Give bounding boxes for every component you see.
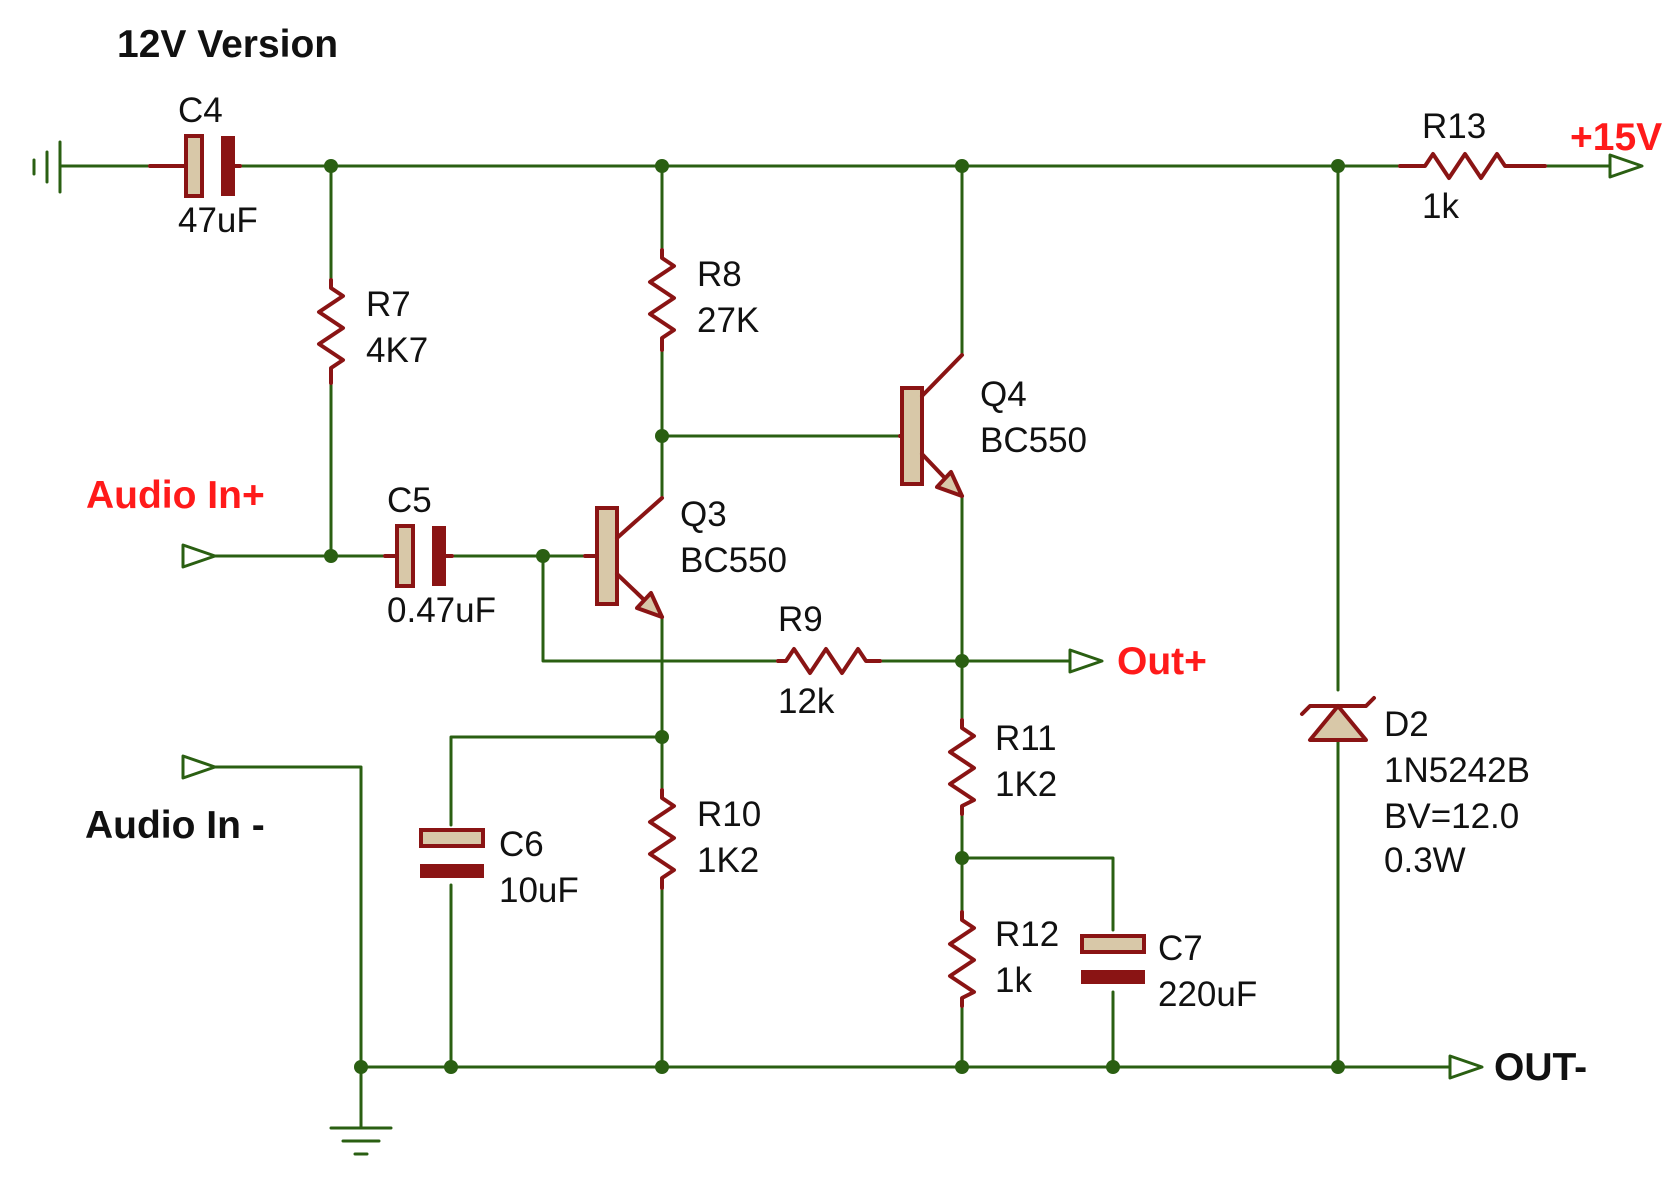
junction-dot xyxy=(955,1060,969,1074)
transistor-q4 xyxy=(898,353,964,498)
r13-value: 1k xyxy=(1422,187,1459,226)
port-arrow-supply xyxy=(1608,153,1644,179)
d2-power: 0.3W xyxy=(1384,841,1466,880)
net-label-audio-in-pos: Audio In+ xyxy=(86,474,265,517)
junction-dot xyxy=(955,654,969,668)
port-arrow-out-pos xyxy=(1068,648,1104,674)
capacitor-c7 xyxy=(1080,934,1146,984)
r12-value: 1k xyxy=(995,961,1032,1000)
c6-value: 10uF xyxy=(499,871,579,910)
junction-dot xyxy=(324,159,338,173)
junction-dot xyxy=(1331,159,1345,173)
c7-value: 220uF xyxy=(1158,975,1257,1014)
wires xyxy=(58,164,1612,1130)
r7-ref: R7 xyxy=(366,285,411,324)
resistor-r7 xyxy=(317,278,345,385)
c7-ref: C7 xyxy=(1158,929,1203,968)
r9-ref: R9 xyxy=(778,600,823,639)
d2-bv: BV=12.0 xyxy=(1384,797,1519,836)
schematic-title: 12V Version xyxy=(117,23,338,66)
r9-value: 12k xyxy=(778,682,835,721)
net-label-supply: +15V xyxy=(1570,116,1662,159)
port-arrow-out-neg xyxy=(1448,1054,1484,1080)
c6-ref: C6 xyxy=(499,825,544,864)
c4-value: 47uF xyxy=(178,201,258,240)
q4-ref: Q4 xyxy=(980,375,1027,414)
junction-dot xyxy=(324,549,338,563)
r8-value: 27K xyxy=(697,301,759,340)
q3-ref: Q3 xyxy=(680,495,727,534)
transistor-q3 xyxy=(583,496,664,619)
port-arrows xyxy=(181,153,1644,1080)
port-arrow-audio-in-neg xyxy=(181,754,217,780)
r13-ref: R13 xyxy=(1422,107,1486,146)
junction-dot xyxy=(536,549,550,563)
resistor-r9 xyxy=(776,647,882,675)
junction-dot xyxy=(655,730,669,744)
r11-value: 1K2 xyxy=(995,765,1057,804)
junction-dot xyxy=(354,1060,368,1074)
r8-ref: R8 xyxy=(697,255,742,294)
r11-ref: R11 xyxy=(995,719,1057,758)
ground-symbol-bottom xyxy=(329,1126,393,1156)
capacitor-c4 xyxy=(148,134,242,198)
net-label-out-neg: OUT- xyxy=(1494,1046,1587,1089)
capacitor-c5 xyxy=(383,524,454,588)
zener-diode-d2 xyxy=(1300,696,1376,742)
junction-dot xyxy=(955,159,969,173)
resistor-r8 xyxy=(648,248,676,352)
r7-value: 4K7 xyxy=(366,331,428,370)
component-labels: C4 47uF R7 4K7 R8 27K C5 0.47uF Q3 BC550… xyxy=(178,91,1530,1014)
c5-value: 0.47uF xyxy=(387,591,496,630)
c5-ref: C5 xyxy=(387,481,432,520)
resistor-r10 xyxy=(648,788,676,890)
resistor-r12 xyxy=(948,910,976,1008)
q3-value: BC550 xyxy=(680,541,787,580)
junction-dot xyxy=(655,159,669,173)
c4-ref: C4 xyxy=(178,91,223,130)
r12-ref: R12 xyxy=(995,915,1059,954)
junction-dot xyxy=(655,429,669,443)
net-labels: +15V Audio In+ Audio In - Out+ OUT- xyxy=(85,116,1662,1089)
junction-dot xyxy=(655,1060,669,1074)
junction-dot xyxy=(1106,1060,1120,1074)
junction-dot xyxy=(1331,1060,1345,1074)
capacitor-c6 xyxy=(419,828,485,878)
port-arrow-audio-in-pos xyxy=(181,543,217,569)
junction-dot xyxy=(444,1060,458,1074)
q4-value: BC550 xyxy=(980,421,1087,460)
net-label-out-pos: Out+ xyxy=(1117,640,1207,683)
r10-ref: R10 xyxy=(697,795,761,834)
r10-value: 1K2 xyxy=(697,841,759,880)
d2-ref: D2 xyxy=(1384,705,1429,744)
net-label-audio-in-neg: Audio In - xyxy=(85,804,265,847)
junction-dot xyxy=(955,851,969,865)
resistor-r13 xyxy=(1398,152,1547,180)
resistor-r11 xyxy=(948,718,976,816)
d2-value: 1N5242B xyxy=(1384,751,1530,790)
ground-symbol-left xyxy=(32,140,62,194)
junction-dots xyxy=(324,159,1345,1074)
